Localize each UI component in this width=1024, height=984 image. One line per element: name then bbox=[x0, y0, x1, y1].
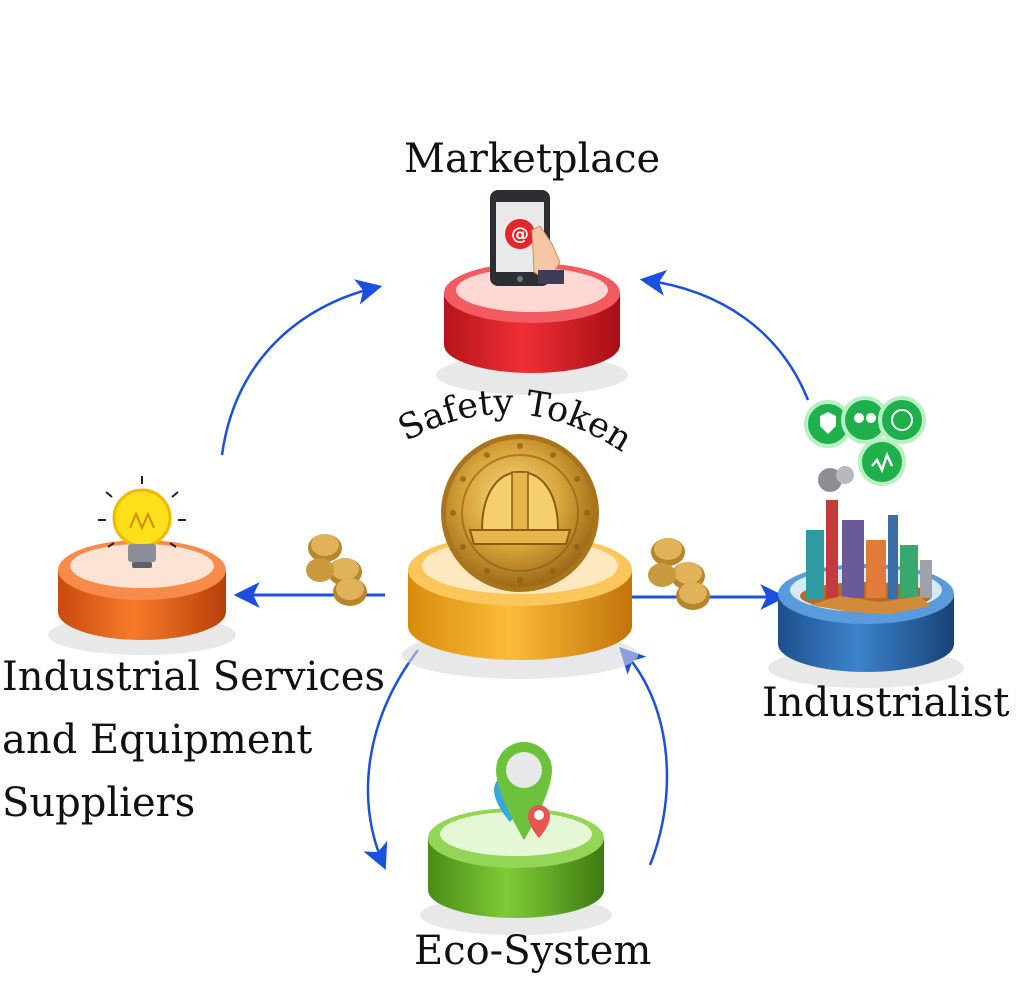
arrow-token-to-ecosystem bbox=[363, 649, 419, 870]
light-bulb-icon bbox=[98, 476, 186, 568]
coin-stack-left-icon bbox=[306, 534, 367, 606]
node-suppliers bbox=[48, 476, 236, 655]
arrow-industrialist-to-marketplace bbox=[639, 269, 810, 401]
helmet-coin-icon bbox=[441, 434, 599, 592]
factory-icon bbox=[800, 466, 932, 614]
suppliers-label-line: Industrial Services bbox=[2, 654, 385, 700]
node-industrialist bbox=[768, 396, 964, 688]
tablet-at-icon: @ bbox=[490, 190, 564, 286]
arrow-suppliers-to-marketplace bbox=[220, 279, 383, 456]
ecosystem-label: Eco-System bbox=[414, 928, 652, 974]
coin-stack-right-icon bbox=[648, 538, 710, 610]
marketplace-label: Marketplace bbox=[404, 136, 661, 182]
node-marketplace: @ bbox=[436, 190, 628, 395]
suppliers-label-line: and Equipment bbox=[2, 717, 313, 763]
industrialist-label: Industrialist bbox=[762, 680, 1010, 726]
suppliers-label-line: Suppliers bbox=[2, 780, 196, 826]
safety-badges-icon bbox=[804, 396, 926, 486]
node-center: Safety Token bbox=[306, 383, 710, 679]
svg-text:@: @ bbox=[511, 224, 529, 245]
arrow-ecosystem-to-token bbox=[619, 646, 669, 866]
location-pin-icon bbox=[494, 742, 552, 840]
suppliers-label: Industrial Services and Equipment Suppli… bbox=[2, 646, 385, 835]
node-ecosystem bbox=[420, 742, 612, 935]
